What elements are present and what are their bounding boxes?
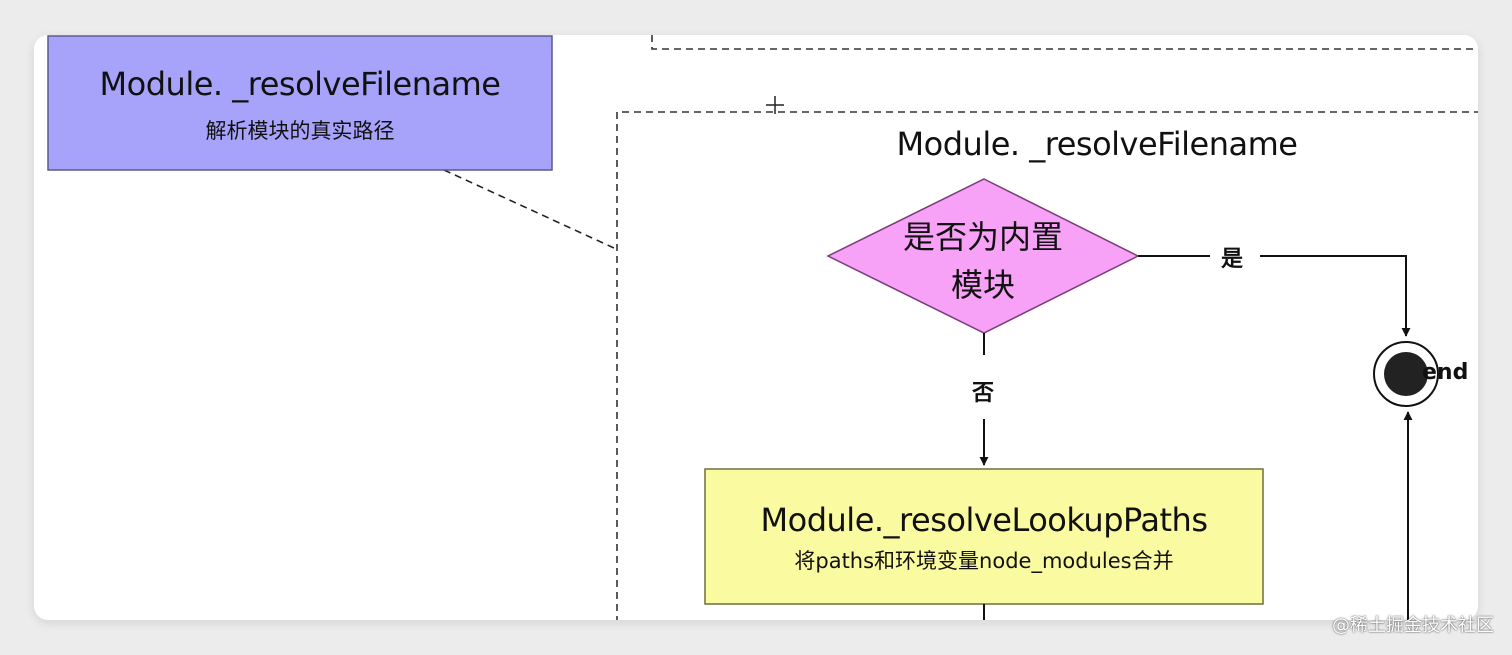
top-box-title: Module. _resolveFilename bbox=[99, 65, 501, 103]
lookup-box-title: Module._resolveLookupPaths bbox=[760, 501, 1208, 539]
no-branch-label: 否 bbox=[972, 381, 995, 406]
end-node-inner-dot bbox=[1384, 352, 1428, 396]
top-box-shape bbox=[47, 35, 553, 171]
decision-label-line1: 是否为内置 bbox=[902, 218, 1063, 256]
lookup-box-shape bbox=[704, 468, 1264, 605]
group-dashed-frame bbox=[616, 111, 1478, 620]
crosshair-cursor-icon bbox=[766, 96, 784, 114]
outer-dashed-frame bbox=[651, 35, 1478, 50]
yes-branch-arrow bbox=[1260, 255, 1411, 337]
zoom-connector-line bbox=[443, 169, 615, 249]
flowchart-graphics bbox=[47, 35, 1478, 620]
decision-label-line2: 模块 bbox=[950, 266, 1015, 304]
top-box-subtitle: 解析模块的真实路径 bbox=[205, 119, 395, 143]
diagram-canvas: Module. _resolveFilename 解析模块的真实路径 Modul… bbox=[34, 35, 1478, 620]
watermark-text: @稀土掘金技术社区 bbox=[1332, 615, 1494, 636]
group-title: Module. _resolveFilename bbox=[896, 125, 1298, 163]
end-node-label: end bbox=[1422, 360, 1469, 385]
yes-branch-label: 是 bbox=[1221, 247, 1244, 272]
lookup-box-subtitle: 将paths和环境变量node_modules合并 bbox=[794, 549, 1174, 573]
